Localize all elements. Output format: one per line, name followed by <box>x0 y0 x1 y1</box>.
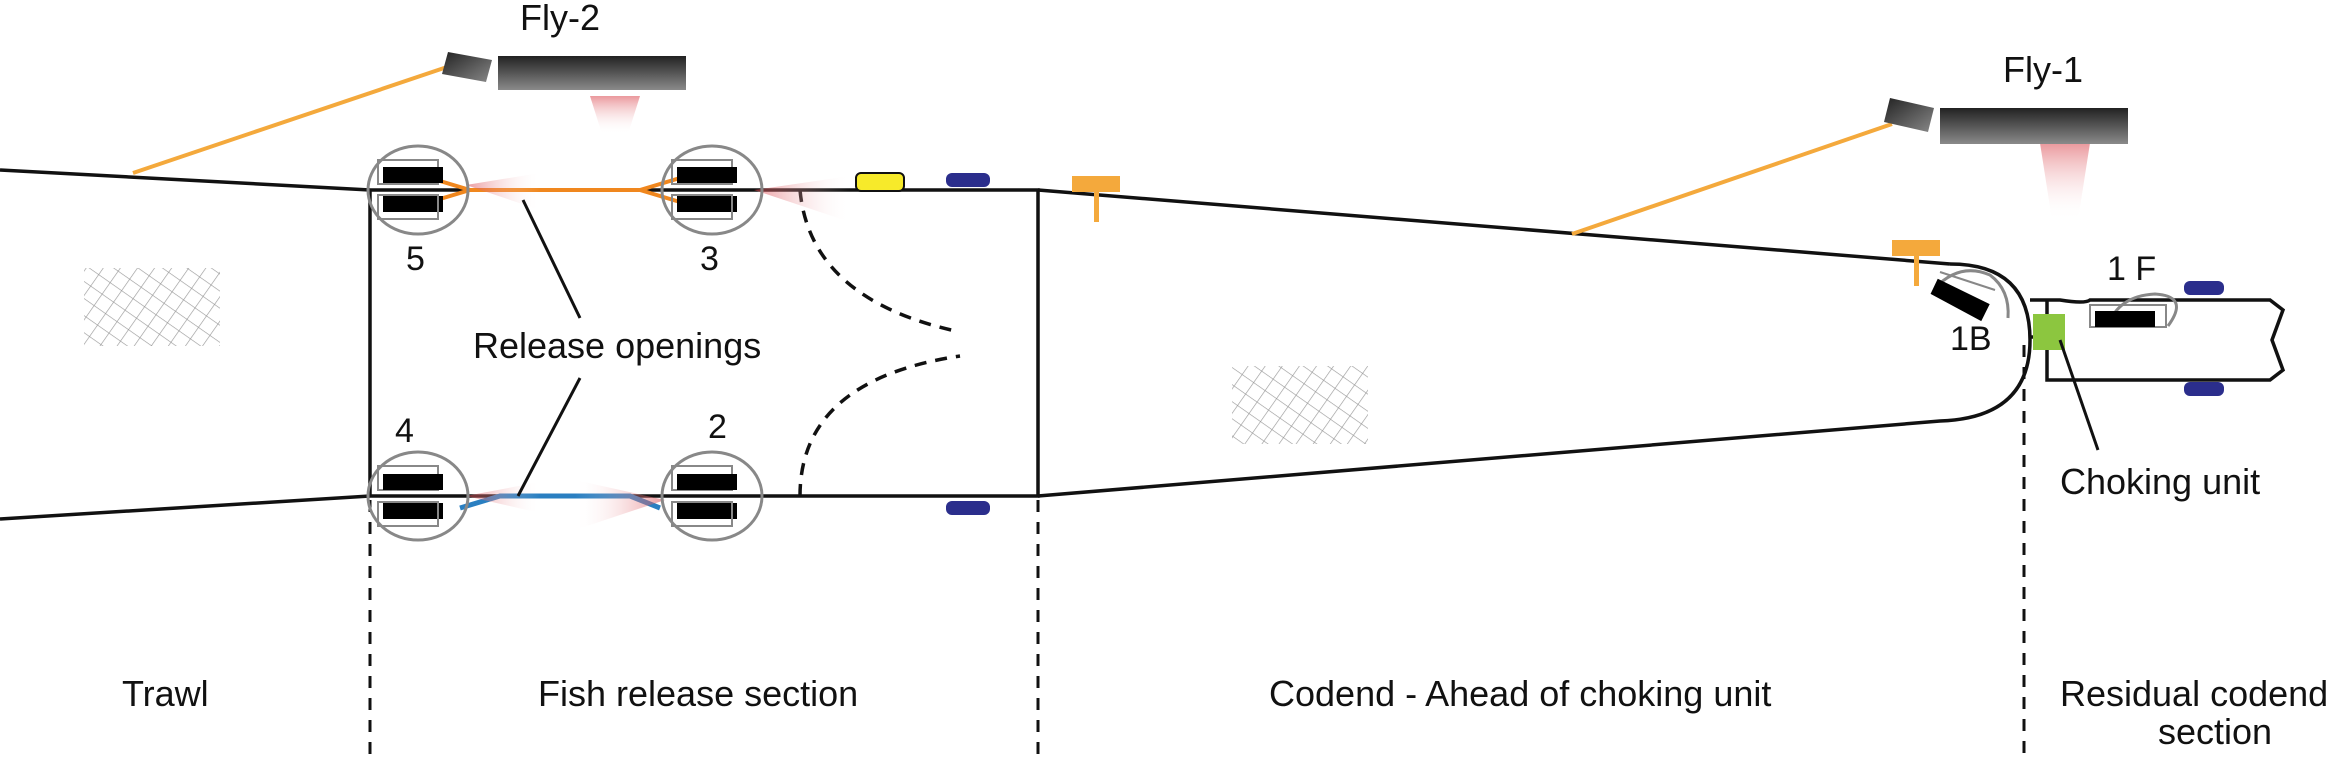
opening-1b-label: 1B <box>1950 320 1992 358</box>
pointer-release-bottom <box>516 377 582 497</box>
choking-unit-block <box>2033 314 2065 350</box>
orange-sensor-2 <box>1892 240 1940 286</box>
pointer-lines <box>516 199 2100 497</box>
section-codend-label: Codend - Ahead of choking unit <box>1269 673 1771 714</box>
opening-4 <box>366 450 470 542</box>
fly-2-camera <box>132 52 686 175</box>
fly-1-camera <box>1571 98 2128 236</box>
fly-1-label: Fly-1 <box>2003 49 2083 90</box>
section-residual-line1: Residual codend <box>2060 673 2328 714</box>
net-outline <box>0 168 2286 521</box>
pointer-choking-unit <box>2058 339 2100 451</box>
section-fish-release-label: Fish release section <box>538 673 858 714</box>
section-trawl-label: Trawl <box>122 673 209 714</box>
orange-sensor-1 <box>1072 176 1120 222</box>
codend-top-line <box>1037 188 1951 266</box>
residual-codend-body <box>2030 298 2286 382</box>
opening-3-label: 3 <box>700 240 719 278</box>
opening-1b <box>1930 269 2010 322</box>
navy-marker-residual-top <box>2184 281 2224 295</box>
release-openings-label: Release openings <box>473 325 761 366</box>
fly-1-tether <box>1571 122 1893 236</box>
choking-unit-label: Choking unit <box>2060 461 2260 502</box>
trawl-mesh-patch <box>84 268 220 346</box>
fly-2-tether <box>132 64 451 175</box>
section-dividers <box>368 345 2026 757</box>
pointer-release-top <box>521 199 582 319</box>
codend-bottom-and-rounded-end <box>1037 262 2032 498</box>
opening-1f <box>2089 292 2178 328</box>
opening-3 <box>660 144 764 236</box>
navy-marker-top <box>946 173 990 187</box>
fish-release-box <box>368 188 1040 498</box>
opening-2-label: 2 <box>708 408 727 446</box>
codend-mesh-patch <box>1232 366 1368 444</box>
trawl-top-line <box>0 168 371 192</box>
opening-1f-label: 1 F <box>2107 250 2156 288</box>
fly-2-label: Fly-2 <box>520 0 600 38</box>
opening-2 <box>660 450 764 542</box>
funnel-dashed <box>798 189 961 497</box>
navy-marker-bottom <box>946 501 990 515</box>
section-residual-line2: section <box>2158 711 2272 752</box>
navy-marker-residual-bottom <box>2184 382 2224 396</box>
opening-5-label: 5 <box>406 240 425 278</box>
trawl-bottom-line <box>0 494 371 521</box>
opening-4-label: 4 <box>395 412 414 450</box>
yellow-marker <box>855 172 905 192</box>
opening-5 <box>366 144 470 236</box>
light-glows <box>466 96 2090 530</box>
